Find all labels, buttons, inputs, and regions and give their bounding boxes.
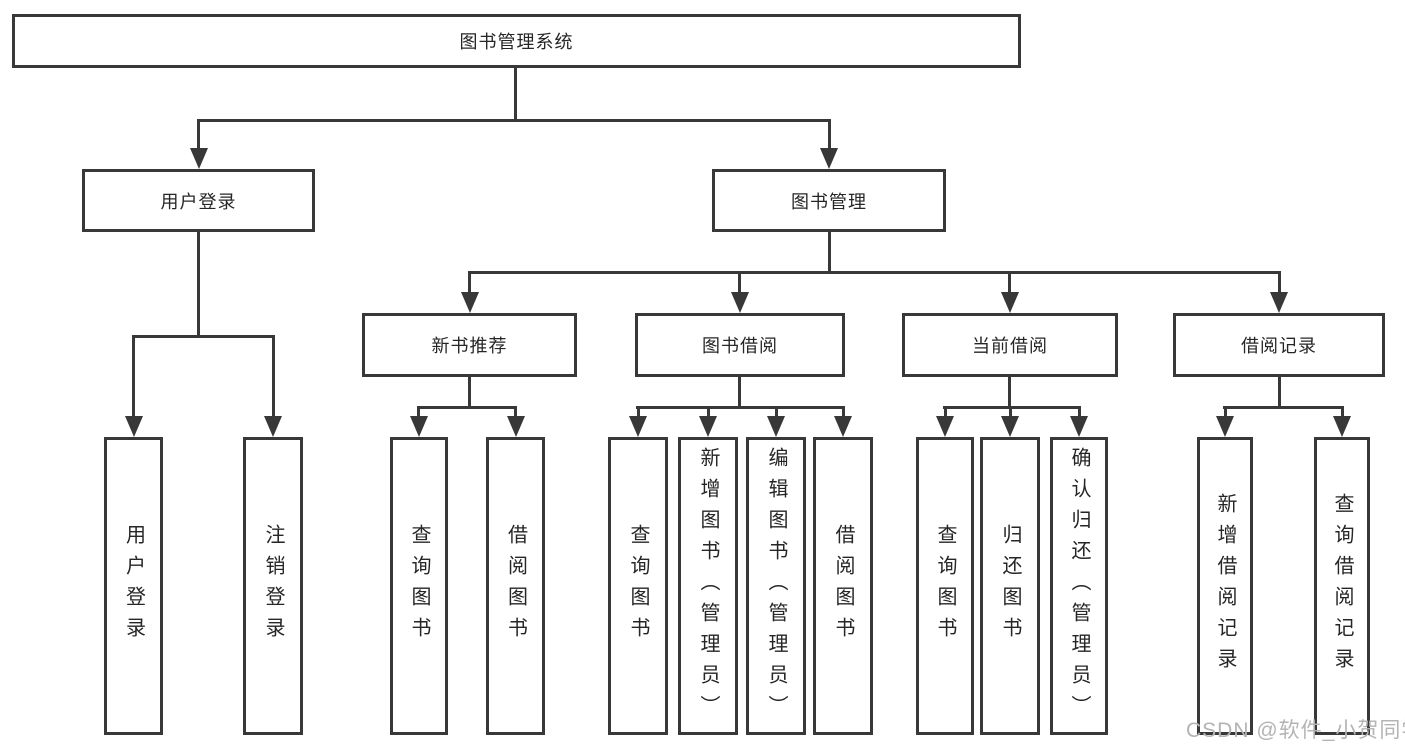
connector-line xyxy=(417,406,517,409)
arrowhead-down-icon xyxy=(461,292,479,313)
node-book-management: 图书管理 xyxy=(712,169,946,232)
node-label: 图书管理 xyxy=(791,191,867,212)
node-current-borrow: 当前借阅 xyxy=(902,313,1118,377)
connector-line xyxy=(197,119,200,150)
node-label: 图书借阅 xyxy=(702,336,778,356)
arrowhead-down-icon xyxy=(1270,292,1288,313)
leaf-label: 归还图书 xyxy=(999,524,1021,648)
node-label: 新书推荐 xyxy=(431,336,508,356)
connector-line xyxy=(1278,376,1281,408)
leaf-add-book-admin: 新增图书（管理员） xyxy=(678,437,738,735)
arrowhead-down-icon xyxy=(190,148,208,169)
leaf-label: 查询图书 xyxy=(627,524,649,648)
leaf-confirm-return-admin: 确认归还（管理员） xyxy=(1050,437,1108,735)
leaf-query-book-borrow: 查询图书 xyxy=(608,437,668,735)
leaf-return-book: 归还图书 xyxy=(980,437,1040,735)
connector-line xyxy=(468,376,471,408)
connector-line xyxy=(1341,406,1344,419)
leaf-label: 编辑图书（管理员） xyxy=(765,446,787,726)
leaf-logout: 注销登录 xyxy=(243,437,303,735)
leaf-label: 借阅图书 xyxy=(504,524,527,648)
leaf-label: 查询借阅记录 xyxy=(1331,493,1353,679)
connector-line xyxy=(468,271,471,294)
connector-line xyxy=(636,406,845,409)
connector-line xyxy=(842,406,845,419)
connector-line xyxy=(132,335,275,338)
connector-line xyxy=(417,406,420,419)
node-label: 用户登录 xyxy=(160,191,237,212)
leaf-query-borrow-record: 查询借阅记录 xyxy=(1314,437,1370,735)
connector-line xyxy=(197,119,831,122)
node-root-library-system: 图书管理系统 xyxy=(12,14,1021,68)
arrowhead-down-icon xyxy=(1216,416,1234,437)
arrowhead-down-icon xyxy=(264,416,282,437)
connector-line xyxy=(514,67,517,121)
node-label: 图书管理系统 xyxy=(459,32,574,52)
node-borrow-record: 借阅记录 xyxy=(1173,313,1385,377)
arrowhead-down-icon xyxy=(1070,416,1088,437)
connector-line xyxy=(1008,376,1011,408)
connector-line xyxy=(1278,271,1281,294)
leaf-label: 新增图书（管理员） xyxy=(697,446,719,726)
arrowhead-down-icon xyxy=(731,292,749,313)
arrowhead-down-icon xyxy=(1333,416,1351,437)
connector-line xyxy=(1008,271,1011,294)
leaf-query-book-recommend: 查询图书 xyxy=(390,437,448,735)
arrowhead-down-icon xyxy=(1001,292,1019,313)
arrowhead-down-icon xyxy=(1001,416,1019,437)
leaf-label: 注销登录 xyxy=(262,524,284,648)
connector-line xyxy=(828,231,831,274)
connector-line xyxy=(197,231,200,337)
leaf-label: 借阅图书 xyxy=(832,524,854,648)
node-user-login: 用户登录 xyxy=(82,169,315,232)
leaf-label: 查询图书 xyxy=(408,524,430,648)
leaf-add-borrow-record: 新增借阅记录 xyxy=(1197,437,1253,735)
connector-line xyxy=(132,335,135,418)
arrowhead-down-icon xyxy=(125,416,143,437)
leaf-borrow-book-recommend: 借阅图书 xyxy=(486,437,545,735)
arrowhead-down-icon xyxy=(699,416,717,437)
connector-line xyxy=(1223,406,1344,409)
connector-line xyxy=(828,119,831,150)
leaf-label: 新增借阅记录 xyxy=(1214,493,1236,679)
connector-line xyxy=(637,406,640,419)
node-label: 当前借阅 xyxy=(972,336,1048,356)
arrowhead-down-icon xyxy=(507,416,525,437)
connector-line xyxy=(272,335,275,418)
arrowhead-down-icon xyxy=(834,416,852,437)
connector-line xyxy=(1078,406,1081,419)
leaf-label: 查询图书 xyxy=(934,524,956,648)
node-new-book-recommend: 新书推荐 xyxy=(362,313,577,377)
connector-line xyxy=(943,406,1081,409)
connector-line xyxy=(738,271,741,294)
connector-line xyxy=(1009,406,1012,419)
leaf-edit-book-admin: 编辑图书（管理员） xyxy=(746,437,806,735)
node-label: 借阅记录 xyxy=(1241,336,1317,356)
arrowhead-down-icon xyxy=(820,148,838,169)
leaf-query-book-current: 查询图书 xyxy=(916,437,974,735)
connector-line xyxy=(944,406,947,419)
node-book-borrow: 图书借阅 xyxy=(635,313,845,377)
connector-line xyxy=(738,376,741,408)
csdn-watermark: CSDN @软件_小贺同学 xyxy=(1186,719,1405,742)
arrowhead-down-icon xyxy=(767,416,785,437)
connector-line xyxy=(775,406,778,419)
leaf-label: 确认归还（管理员） xyxy=(1068,446,1090,726)
connector-line xyxy=(1224,406,1227,419)
connector-line xyxy=(707,406,710,419)
leaf-label: 用户登录 xyxy=(122,524,145,648)
arrowhead-down-icon xyxy=(410,416,428,437)
connector-line xyxy=(514,406,517,419)
arrowhead-down-icon xyxy=(936,416,954,437)
arrowhead-down-icon xyxy=(629,416,647,437)
connector-line xyxy=(468,271,1281,274)
leaf-user-login: 用户登录 xyxy=(104,437,163,735)
leaf-borrow-book: 借阅图书 xyxy=(813,437,873,735)
